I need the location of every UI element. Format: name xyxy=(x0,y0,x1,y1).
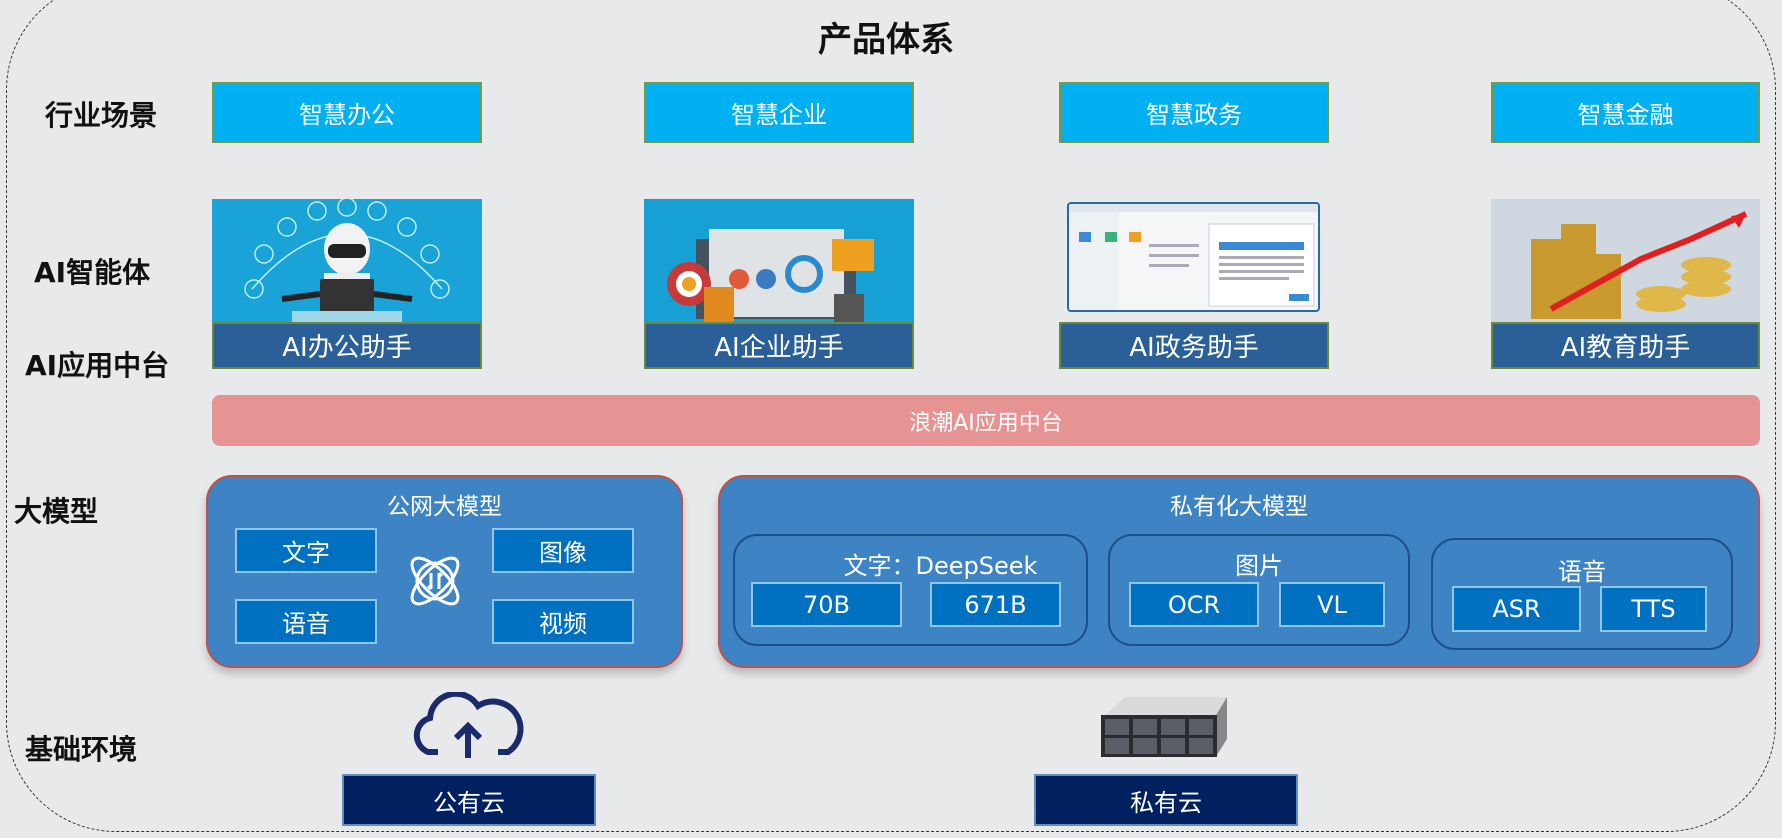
model-orbit-icon xyxy=(403,549,467,617)
robot-image xyxy=(212,199,482,322)
model-tts: TTS xyxy=(1600,586,1707,632)
group-speech: 语音 xyxy=(1431,538,1733,650)
government-image xyxy=(1067,202,1320,312)
model-vl: VL xyxy=(1279,582,1385,627)
public-model-video: 视频 xyxy=(492,599,634,644)
row-label-model: 大模型 xyxy=(14,495,99,528)
row-label-infra: 基础环境 xyxy=(25,733,138,766)
platform-bar: 浪潮AI应用中台 xyxy=(212,395,1760,446)
diagram-frame xyxy=(6,0,1776,832)
scenario-finance: 智慧金融 xyxy=(1491,82,1760,143)
agent-enterprise-assistant: AI企业助手 xyxy=(644,322,914,369)
row-label-platform: AI应用中台 xyxy=(25,349,170,382)
agent-government-assistant: AI政务助手 xyxy=(1059,322,1329,369)
row-label-agent: AI智能体 xyxy=(34,256,151,289)
private-model-box: 私有化大模型 xyxy=(718,475,1760,668)
page-title: 产品体系 xyxy=(818,20,954,60)
row-label-scenario: 行业场景 xyxy=(45,99,158,132)
model-70b: 70B xyxy=(751,582,902,627)
agent-office-assistant: AI办公助手 xyxy=(212,322,482,369)
public-model-text: 文字 xyxy=(235,528,377,573)
group-text-title: 文字：DeepSeek xyxy=(843,552,1038,580)
scenario-government: 智慧政务 xyxy=(1059,82,1329,143)
public-model-image: 图像 xyxy=(492,528,634,573)
public-model-speech: 语音 xyxy=(235,599,377,644)
private-model-title: 私有化大模型 xyxy=(1170,494,1308,520)
scenario-office: 智慧办公 xyxy=(212,82,482,143)
cloud-upload-icon xyxy=(408,690,528,768)
model-asr: ASR xyxy=(1452,586,1581,632)
agent-education-assistant: AI教育助手 xyxy=(1491,322,1760,369)
group-speech-title: 语音 xyxy=(1558,558,1606,586)
public-model-title: 公网大模型 xyxy=(387,494,502,520)
model-ocr: OCR xyxy=(1129,582,1259,627)
group-image-title: 图片 xyxy=(1235,552,1283,580)
group-image: 图片 xyxy=(1108,534,1410,646)
group-text-deepseek: 文字：DeepSeek xyxy=(733,534,1088,646)
model-671b: 671B xyxy=(930,582,1061,627)
server-icon xyxy=(1097,693,1229,763)
enterprise-image xyxy=(644,199,914,322)
scenario-enterprise: 智慧企业 xyxy=(644,82,914,143)
finance-image xyxy=(1491,199,1760,322)
public-cloud-label: 公有云 xyxy=(342,774,596,826)
private-cloud-label: 私有云 xyxy=(1034,774,1298,826)
